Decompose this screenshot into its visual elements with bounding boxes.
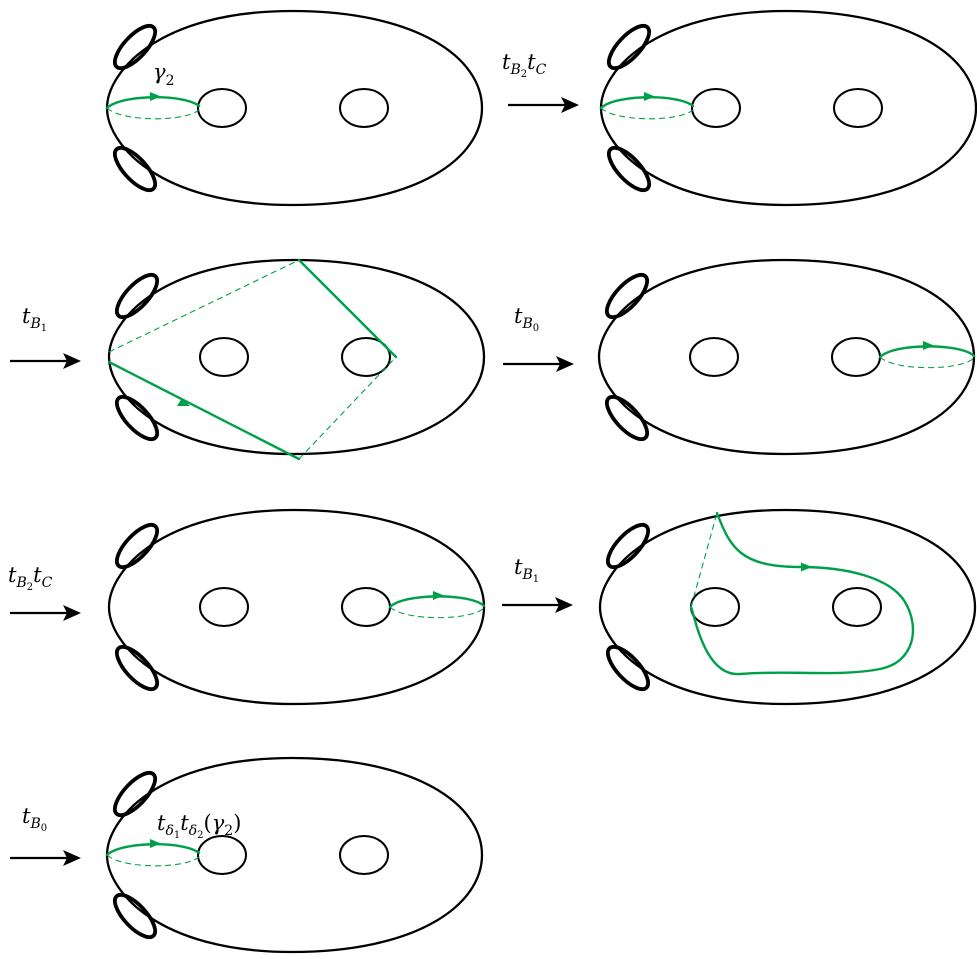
- panel-3-surface: [107, 258, 486, 461]
- panel-4-surface: [597, 258, 976, 456]
- curve-around-right-hole: [878, 339, 976, 369]
- panel-6-surface: [598, 508, 977, 706]
- final-curve-label: tδ1tδ2(γ2): [157, 811, 241, 841]
- step-label: tB2tC: [502, 50, 547, 80]
- panel-1-surface: [105, 9, 484, 207]
- gamma-curve: [105, 90, 201, 120]
- gamma2-label: γ2: [153, 60, 174, 89]
- step-label: tB0: [22, 804, 47, 834]
- step-arrow-tB0-2: tB0: [10, 804, 81, 866]
- curve-around-both-holes: [689, 511, 915, 676]
- step-arrow-tB0: tB0: [503, 304, 574, 372]
- step-label: tB0: [514, 304, 539, 334]
- twisted-curve-tB1: [107, 258, 398, 461]
- final-curve: [105, 837, 201, 867]
- step-arrow-tB1: tB1: [10, 304, 81, 369]
- panel-5-surface: [107, 508, 486, 706]
- step-label: tB1: [514, 555, 539, 585]
- panel-7-surface: [105, 756, 484, 954]
- step-label: tB2tC: [8, 563, 53, 593]
- step-arrow-tB1-2: tB1: [502, 555, 573, 613]
- curve-around-right-hole: [388, 589, 486, 619]
- step-label: tB1: [22, 304, 47, 334]
- step-arrow-tB2tC: tB2tC: [502, 50, 579, 113]
- gamma-curve: [599, 90, 695, 120]
- panel-2-surface: [599, 9, 977, 207]
- step-arrow-tB2tC-2: tB2tC: [8, 563, 81, 621]
